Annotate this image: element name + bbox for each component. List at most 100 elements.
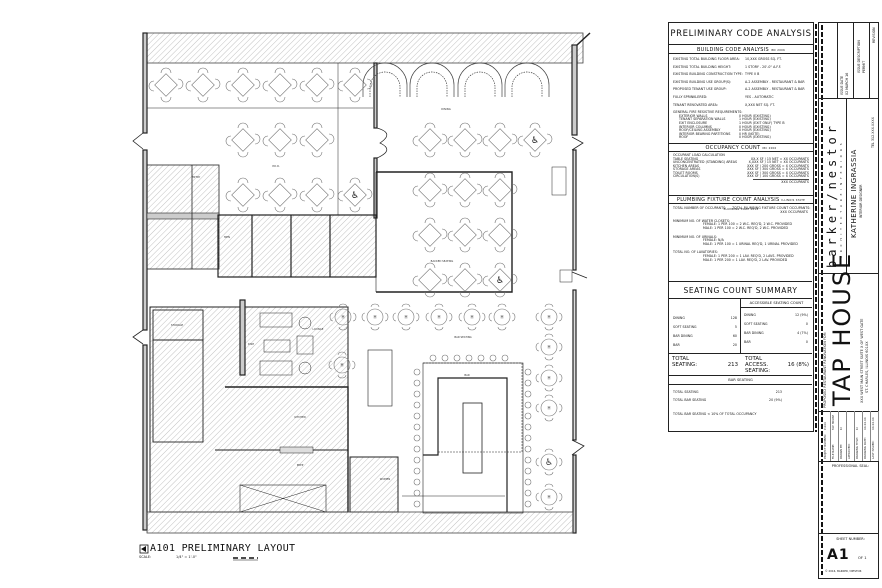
code-label: PROPOSED TENANT USE GROUP: [673, 87, 727, 92]
four-top-table [482, 172, 518, 208]
occupancy-row: STORAGE AREAS XXX SF / 300 GROSS = X OCCU… [673, 168, 809, 172]
high-top-label: H [373, 315, 376, 320]
accessibility-icon: ♿ [351, 191, 359, 201]
building-code-list: EXISTING TOTAL BUILDING FLOOR AREA:10,XX… [669, 54, 813, 140]
seat-count: 60 [732, 333, 737, 338]
code-row: EXISTING TOTAL BUILDING HEIGHT:1 STORY -… [673, 65, 810, 70]
high-top-label: H [437, 315, 440, 320]
high-top-table: H [361, 303, 389, 331]
south-wall-zone [146, 511, 574, 534]
bar-stool [524, 445, 532, 453]
code-value: X,XXX NET SQ. FT. [745, 102, 775, 107]
project-name: TAP HOUSE [828, 251, 856, 406]
seat-label: DINING [673, 316, 685, 320]
code-row: FULLY SPRINKLERED:YES - AUTOMATIC [673, 95, 810, 100]
code-label: EXISTING BUILDING CONSTRUCTION TYPE: [673, 72, 743, 77]
plumb-line: MALE: 1 PER 100 = 2 W.C. REQ'D, 2 W.C. P… [703, 226, 789, 231]
four-top-table [299, 177, 335, 213]
occ-value: XXX SF / 100 GROSS = X OCCUPANTS [747, 174, 809, 179]
fire-item-label: EXTERIOR WALLS [679, 113, 708, 118]
four-top-table [447, 262, 483, 298]
four-top-table [447, 217, 483, 253]
booth [362, 62, 408, 97]
high-top-table: H [392, 303, 420, 331]
sheet-number: A1 [827, 547, 850, 563]
total-seating-label: TOTAL SEATING: [672, 356, 698, 368]
high-top-table: H [488, 303, 516, 331]
info-label: PROJECT NUMBER: [824, 434, 827, 459]
project-intro: PROPOSED RESTAURANT RENOVATION FOR: [823, 331, 827, 408]
east-wall [572, 149, 577, 271]
info-row: PROJECT NUMBER:P-XXX [823, 411, 831, 461]
acc-count: 0 [805, 321, 808, 326]
fire-item-label: INTERIOR COLUMNS [679, 124, 712, 129]
bar-stool [524, 478, 532, 486]
info-value: KI [840, 427, 843, 430]
bar-stool [524, 456, 532, 464]
bar-seating-note: TOTAL BAR SEATING < 10% OF TOTAL OCCUPAN… [673, 412, 757, 417]
high-top-table: H [329, 303, 357, 331]
four-top-table [299, 67, 335, 103]
four-top-table [412, 262, 448, 298]
booth [504, 62, 550, 97]
north-wall-zone [146, 32, 584, 64]
panel-dashed-edge [815, 24, 817, 432]
plumbing-total-value: XXX OCCUPANTS [780, 210, 808, 215]
occ-value: XXX SF / 300 GROSS = X OCCUPANTS [747, 170, 809, 175]
east-wall [572, 289, 577, 441]
code-label: TENANT RENOVATED AREA: [673, 102, 718, 107]
scale-value: 1/4" = 1'-0" [176, 555, 197, 559]
issue-description: PERMIT [862, 60, 866, 73]
drawing-title: A101 PRELIMINARY LAYOUT [150, 543, 296, 554]
occ-label: STORAGE AREAS [673, 167, 701, 172]
scale-bar [233, 557, 258, 561]
room-label: PREP [297, 463, 304, 467]
plumb-label: MINIMUM NO. OF URINALS: [673, 234, 718, 239]
bar-stool [413, 500, 421, 508]
info-row: DRAWN BY:KI [839, 411, 847, 461]
fire-item-value: 0 HOUR (EXISTING) [739, 124, 771, 129]
room-label: DISH [248, 342, 254, 346]
acc-count: 0 [805, 339, 808, 344]
seat-label: SOFT SEATING [673, 324, 697, 329]
occupancy-heading-text: OCCUPANCY COUNT [705, 144, 761, 151]
plumbing-row: TOTAL NO. OF LAVATORIES:FEMALE: 1 PER 20… [673, 251, 808, 262]
bar-stool [453, 354, 461, 362]
bar-stool [413, 456, 421, 464]
room-label: BAR [464, 373, 470, 377]
plumbing-list: MINIMUM NO. OF WATER CLOSETS:FEMALE: 1 P… [673, 219, 808, 262]
scale-label: SCALE: [139, 555, 152, 559]
copyright: © 2016, BARKER / NESTOR [825, 570, 862, 573]
fire-item-value: 0 HOUR (EXISTING) [739, 128, 771, 133]
high-top-label: H [547, 406, 550, 411]
project-address-1: XXX WEST MAIN STREET SUITE X OF WEST GAT… [860, 318, 864, 403]
revision-label: REVISION [872, 27, 876, 43]
code-value: YES - AUTOMATIC [745, 94, 774, 99]
bar-stool [524, 489, 532, 497]
room-label: STORAGE [171, 323, 184, 327]
sheet-of: OF 1 [858, 556, 867, 560]
total-access-value: 16 (8%) [787, 362, 809, 368]
four-top-table [412, 172, 448, 208]
bar-stool [413, 412, 421, 420]
info-row: FILE NAME:TAP HOUSE [831, 411, 839, 461]
drawing-title-marker [139, 544, 149, 554]
high-top-label: H [547, 345, 550, 350]
firm-subtitle: A R C H I T E C T U R E I N T E R I O R … [839, 142, 843, 258]
west-wall [142, 32, 148, 134]
accessible-table: ♿ [517, 122, 553, 158]
building-code-note: IBC 2006 [770, 49, 786, 52]
issue-description-label: ISSUE DESCRIPTION [857, 40, 861, 73]
high-top-table: H [535, 303, 563, 331]
occ-label: UNCONCENTRATED (STANDING) AREAS [673, 160, 738, 165]
bar-stool [413, 467, 421, 475]
